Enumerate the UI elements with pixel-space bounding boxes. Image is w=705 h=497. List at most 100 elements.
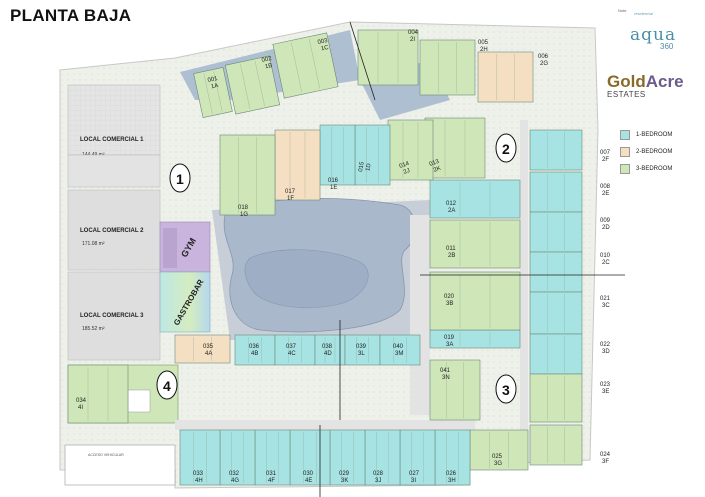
unit-code: 1B <box>265 63 273 70</box>
unit-023 <box>529 373 583 423</box>
unit-033 <box>179 429 221 486</box>
unit-code: 2K <box>433 166 442 174</box>
unit-number: 023 <box>600 382 611 388</box>
unit-code: 2H <box>480 47 488 53</box>
unit-number: 006 <box>538 54 549 60</box>
unit-027 <box>399 429 436 486</box>
unit-number: 002 <box>261 56 273 64</box>
aqua-logo: Note residencial aqua 360 <box>612 8 696 60</box>
unit-code: 2B <box>448 253 455 259</box>
unit-code: 4I <box>78 405 83 411</box>
marker-4: 4 <box>156 370 178 400</box>
unit-code: 3D <box>602 349 610 355</box>
unit-number: 028 <box>373 471 384 477</box>
unit-number: 041 <box>440 368 451 374</box>
local-comercial-2: LOCAL COMERCIAL 2 171.08 m² <box>67 189 161 271</box>
unit-029 <box>329 429 366 486</box>
unit-017 <box>274 129 321 201</box>
local-3-area: 185.52 m² <box>82 326 105 332</box>
unit-007 <box>529 129 583 171</box>
unit-number: 019 <box>444 335 455 341</box>
unit-code: 2G <box>540 61 548 67</box>
unit-number: 025 <box>492 454 503 460</box>
unit-code: 4H <box>195 478 203 484</box>
unit-code: 3M <box>395 351 403 357</box>
aqua-logo-small: Note <box>618 8 627 13</box>
unit-039 <box>344 334 381 366</box>
legend-swatch-2bed <box>620 146 630 157</box>
unit-number: 035 <box>203 344 214 350</box>
unit-code: 2C <box>602 260 610 266</box>
unit-code: 2J <box>403 168 411 176</box>
unit-005 <box>419 39 476 96</box>
legend-swatch-1bed <box>620 129 630 140</box>
unit-code: 4D <box>324 351 332 357</box>
unit-011 <box>429 219 521 269</box>
unit-031 <box>254 429 291 486</box>
unit-number: 020 <box>444 294 455 300</box>
unit-code: 3F <box>602 459 609 465</box>
unit-number: 026 <box>446 471 457 477</box>
unit-code: 1C <box>321 45 330 53</box>
unit-code: 3K <box>341 478 348 484</box>
unit-code: 1E <box>330 185 337 191</box>
unit-number: 039 <box>356 344 367 350</box>
goldacre-gold: Gold <box>607 72 646 91</box>
unit-013 <box>424 117 486 179</box>
unit-code: 3H <box>448 478 456 484</box>
unit-number: 015 <box>358 161 366 173</box>
unit-number: 009 <box>600 218 611 224</box>
unit-026 <box>434 429 471 486</box>
unit-number: 003 <box>317 38 329 46</box>
unit-number: 022 <box>600 342 611 348</box>
unit-code: 3J <box>375 478 381 484</box>
unit-number: 004 <box>408 30 419 36</box>
unit-015 <box>354 124 391 186</box>
unit-code: 3G <box>494 461 502 467</box>
unit-number: 031 <box>266 471 277 477</box>
unit-code: 3L <box>358 351 365 357</box>
unit-code: 3I <box>411 478 416 484</box>
goldacre-logo: GoldAcre ESTATES <box>607 72 699 108</box>
unit-number: 024 <box>600 452 611 458</box>
unit-number: 012 <box>446 201 457 207</box>
unit-number: 016 <box>328 178 339 184</box>
unit-number: 008 <box>600 184 611 190</box>
unit-code: 4B <box>251 351 258 357</box>
marker-2: 2 <box>495 133 517 163</box>
unit-024 <box>529 424 583 466</box>
unit-number: 017 <box>285 189 296 195</box>
local-comercial-3: LOCAL COMERCIAL 3 185.52 m² <box>67 271 161 361</box>
svg-text:1: 1 <box>176 171 184 187</box>
unit-number: 027 <box>409 471 420 477</box>
legend-swatch-3bed <box>620 163 630 174</box>
pool-inner <box>244 249 369 308</box>
unit-number: 038 <box>322 344 333 350</box>
unit-number: 029 <box>339 471 350 477</box>
aqua-logo-number: 360 <box>660 42 674 51</box>
local-comercial-1: LOCAL COMERCIAL 1 144.49 m² <box>67 84 161 158</box>
unit-code: 2A <box>448 208 455 214</box>
